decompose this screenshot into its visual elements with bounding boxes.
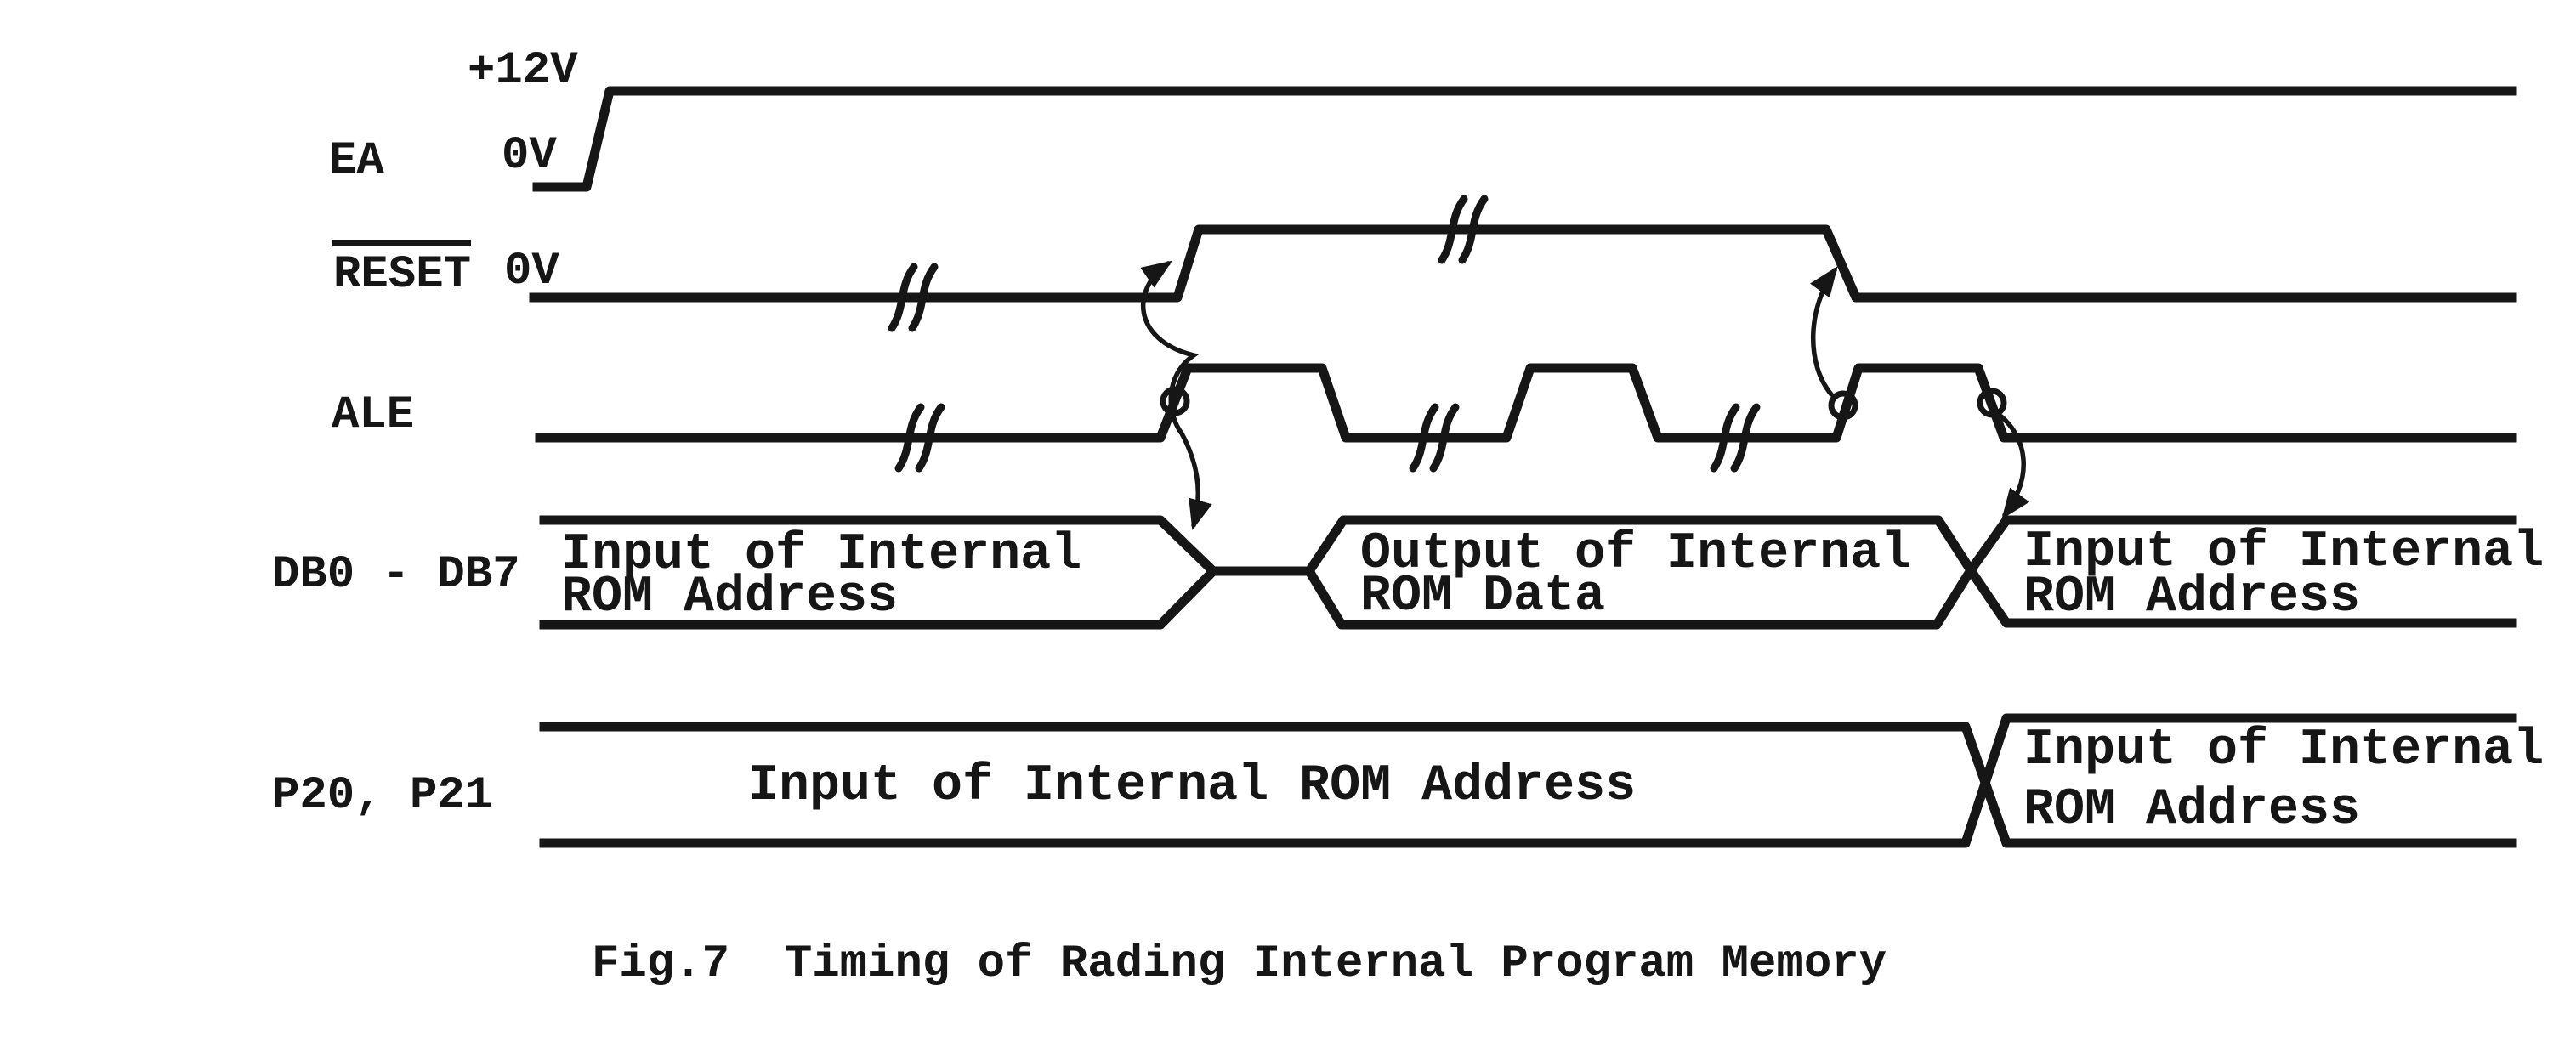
signal-label-ale: ALE — [332, 389, 414, 441]
reset-overline — [332, 240, 471, 246]
break-mark — [1438, 195, 1468, 264]
edge-marker-circle — [1828, 390, 1858, 421]
p2-seg1-line1: Input of Internal ROM Address — [748, 757, 1636, 815]
waveform-db-top — [539, 515, 2517, 576]
break-mark — [1409, 403, 1439, 473]
break-mark — [894, 403, 925, 473]
db-seg1-line1: Input of Internal — [561, 526, 1081, 584]
figure-caption: Fig.7 Timing of Rading Internal Program … — [592, 938, 1887, 990]
p2-seg2-line2: ROM Address — [2023, 781, 2360, 839]
break-mark — [1710, 403, 1740, 473]
waveform-ale — [535, 363, 2517, 443]
edge-marker-circle — [1977, 388, 2007, 418]
signal-label-p2: P20, P21 — [272, 770, 492, 822]
waveform-ea — [532, 86, 2517, 192]
break-mark — [915, 403, 945, 473]
reset-vlow-label: 0V — [504, 246, 559, 297]
waveform-p2-b — [539, 713, 2517, 848]
break-mark — [1458, 195, 1489, 264]
break-mark — [888, 263, 918, 332]
db-seg3-line2: ROM Address — [2023, 569, 2360, 626]
db-seg1-line2: ROM Address — [561, 569, 898, 626]
break-mark — [908, 263, 939, 332]
text-layer: +12V EA 0V RESET 0V ALE DB0 - DB7 P20, P… — [272, 45, 2544, 990]
db-seg2-line2: ROM Data — [1360, 568, 1605, 626]
waveforms-layer — [529, 86, 2517, 848]
db-seg2-line1: Output of Internal — [1360, 525, 1911, 583]
causality-arrow-2 — [1809, 266, 1838, 397]
db-seg3-line1: Input of Internal — [2023, 524, 2544, 581]
causality-arrow-1 — [1140, 260, 1212, 530]
signal-label-ea: EA — [329, 135, 384, 187]
p2-seg2-line1: Input of Internal — [2023, 722, 2544, 779]
signal-label-db: DB0 - DB7 — [272, 549, 520, 601]
signal-label-reset: RESET — [333, 249, 471, 301]
waveform-reset — [529, 224, 2517, 303]
ea-vhigh-label: +12V — [468, 45, 578, 97]
break-mark — [1429, 403, 1460, 473]
waveform-db-bottom — [539, 565, 2517, 630]
ea-vlow-label: 0V — [502, 130, 557, 182]
causality-arrow-3 — [1999, 414, 2030, 519]
break-mark — [1730, 403, 1761, 473]
